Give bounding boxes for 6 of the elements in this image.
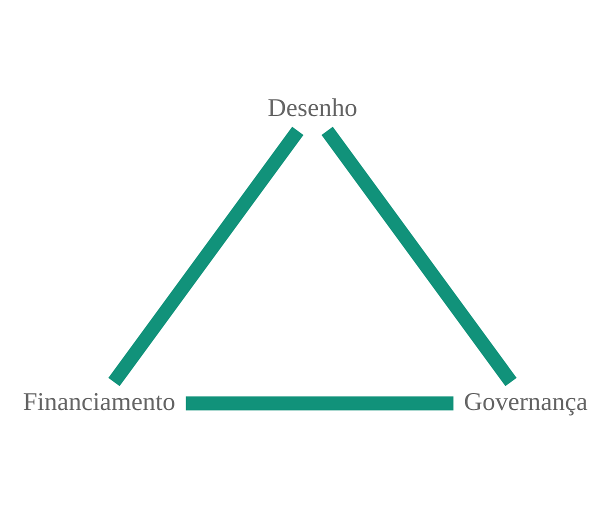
connector xyxy=(322,126,517,386)
node-text: Desenho xyxy=(268,93,358,122)
connector xyxy=(186,396,454,410)
node-text: Financiamento xyxy=(23,386,176,416)
connector xyxy=(108,126,304,386)
node-text: Governança xyxy=(464,386,588,416)
